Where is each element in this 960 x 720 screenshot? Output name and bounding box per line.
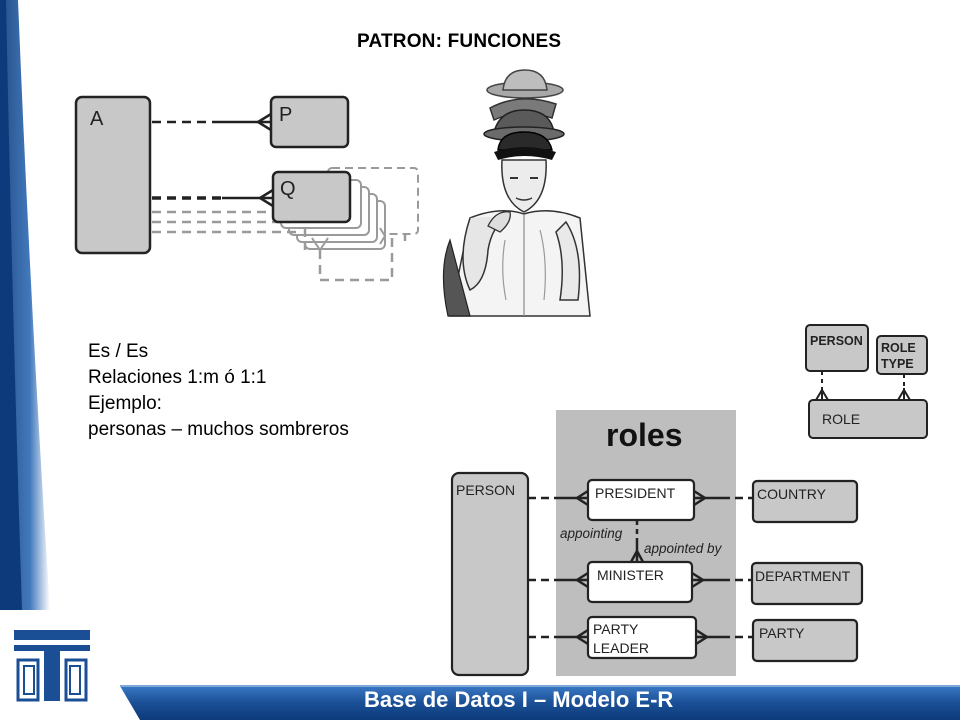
- bullet-line-1: Es / Es: [88, 341, 149, 362]
- entity-q-label: Q: [280, 178, 296, 200]
- bullet-line-3: Ejemplo:: [88, 393, 162, 414]
- party-label: PARTY: [759, 625, 805, 641]
- minister-label: MINISTER: [597, 567, 664, 583]
- roles-panel-title: roles: [606, 417, 682, 453]
- president-label: PRESIDENT: [595, 485, 676, 501]
- country-label: COUNTRY: [757, 486, 827, 502]
- bullet-line-2: Relaciones 1:m ó 1:1: [88, 367, 267, 388]
- entity-a-label: A: [90, 108, 104, 130]
- logo-icon: [14, 630, 90, 702]
- appointed-by-label: appointed by: [644, 541, 723, 556]
- appointing-label: appointing: [560, 526, 623, 541]
- small-role-label: ROLE: [822, 411, 860, 427]
- footer-bar: [120, 685, 960, 720]
- man-with-hats-illustration: [442, 69, 591, 317]
- small-role-box: [808, 399, 928, 439]
- footer-title: Base de Datos I – Modelo E-R: [364, 687, 674, 712]
- party-leader-label: PARTY LEADER: [593, 621, 649, 656]
- department-box: [750, 561, 864, 606]
- entity-p-label: P: [279, 104, 292, 126]
- roles-person-box: [450, 471, 530, 677]
- small-person-label: PERSON: [810, 334, 863, 348]
- department-label: DEPARTMENT: [755, 568, 851, 584]
- small-role-diagram: PERSON ROLE TYPE ROLE: [805, 324, 928, 439]
- slide-title: PATRON: FUNCIONES: [357, 31, 562, 52]
- pattern-diagram: A P Q: [74, 95, 419, 282]
- country-box: [751, 479, 859, 524]
- minister-box: [586, 560, 694, 604]
- roles-person-label: PERSON: [456, 482, 515, 498]
- bullet-line-4: personas – muchos sombreros: [88, 419, 349, 440]
- small-role-type-label: ROLE TYPE: [881, 341, 919, 371]
- entity-a: [74, 95, 152, 255]
- party-box: [751, 618, 859, 663]
- left-decoration: [0, 0, 50, 610]
- small-role-type-box: [876, 335, 928, 375]
- roles-diagram: roles PERSON PRESIDENT MINISTER PARTY LE…: [450, 410, 864, 677]
- president-box: [586, 478, 696, 522]
- small-person-box: [805, 324, 869, 372]
